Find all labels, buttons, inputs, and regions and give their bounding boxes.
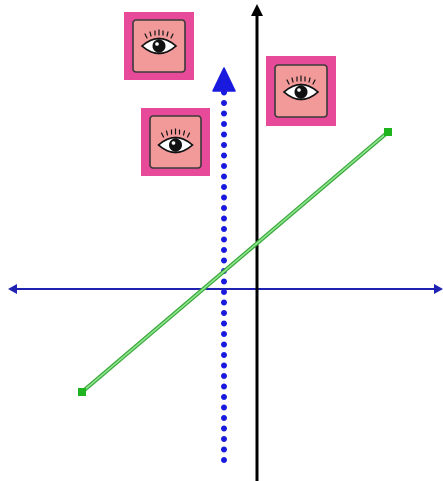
eye-tile-middle xyxy=(141,108,210,176)
up-arrowhead-icon xyxy=(251,4,263,16)
eye-tile-top xyxy=(124,12,194,80)
vertical-axis xyxy=(251,4,263,481)
dotted-arrowhead-icon xyxy=(212,67,236,92)
dotted-arrow xyxy=(212,67,236,463)
left-arrowhead-icon xyxy=(8,284,17,294)
horizontal-axis xyxy=(8,284,443,294)
eye-tile-right xyxy=(266,56,336,126)
line-endpoint-start xyxy=(78,388,86,396)
green-line xyxy=(78,128,392,396)
right-arrowhead-icon xyxy=(434,284,443,294)
line-endpoint-end xyxy=(384,128,392,136)
